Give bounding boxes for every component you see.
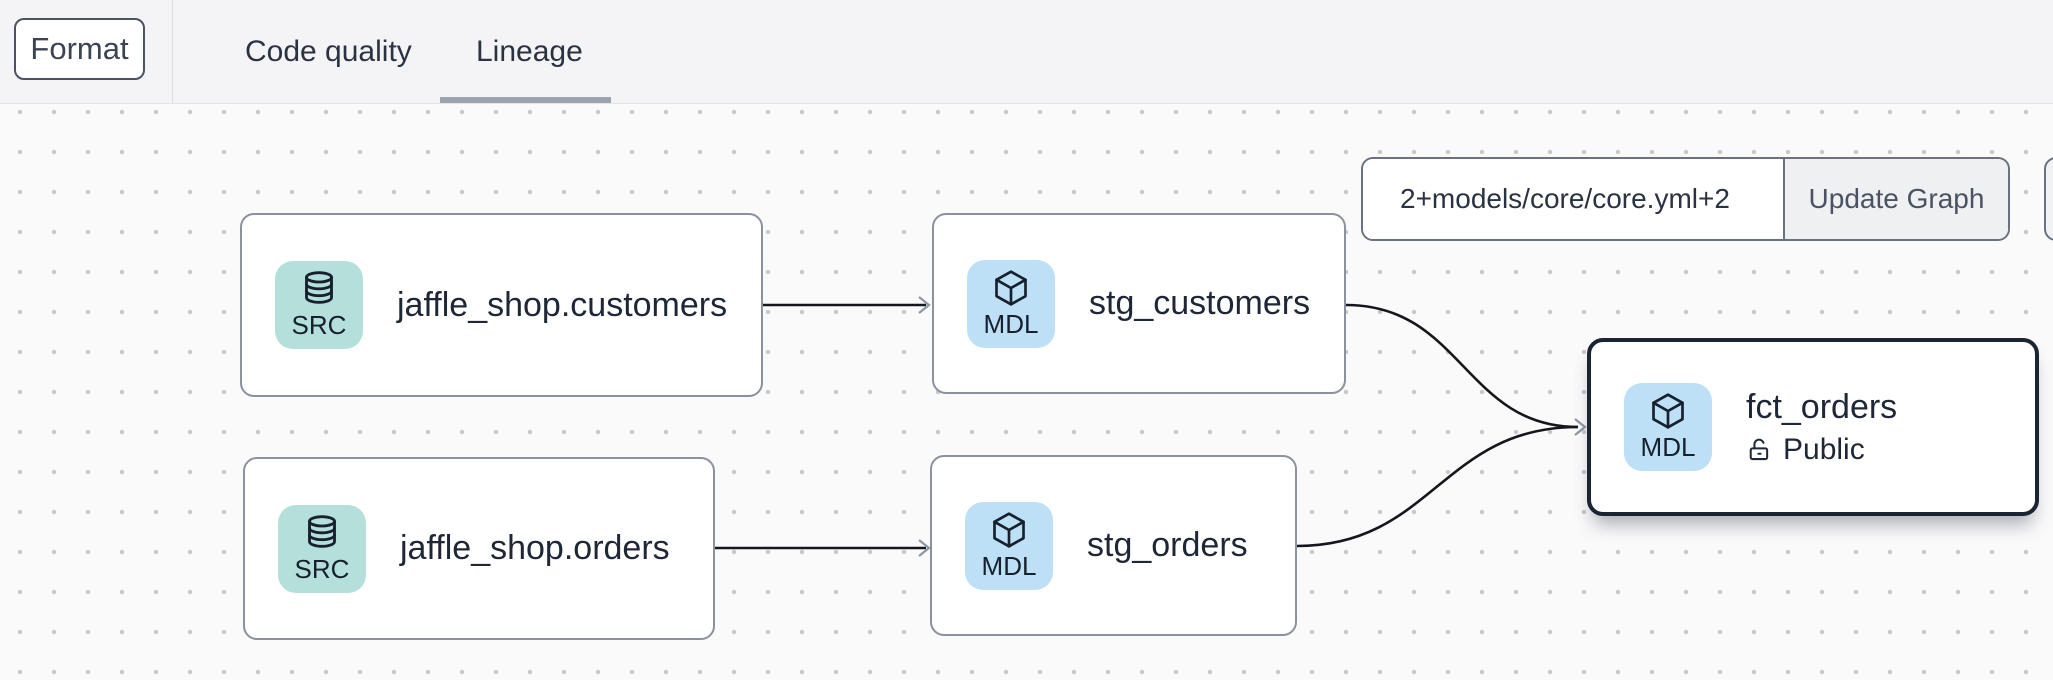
unlock-icon <box>1749 438 1769 461</box>
active-tab-underline <box>440 97 611 103</box>
lineage-selector: Update Graph <box>1361 157 2010 241</box>
node-type-label: MDL <box>981 550 1037 581</box>
overflow-control-button[interactable] <box>2044 157 2053 241</box>
selector-input[interactable] <box>1363 159 1783 239</box>
arrowhead-icon <box>918 539 931 557</box>
node-jaffle-shop-orders[interactable]: SRC jaffle_shop.orders <box>243 457 715 640</box>
node-stg-customers[interactable]: MDL stg_customers <box>932 213 1346 394</box>
cube-icon <box>993 511 1025 548</box>
tab-code-quality[interactable]: Code quality <box>245 34 412 68</box>
toolbar-divider <box>172 0 173 103</box>
node-label: stg_customers <box>1089 284 1311 322</box>
edge-stg-orders-fct-orders <box>1296 425 1579 548</box>
node-label: jaffle_shop.customers <box>397 285 728 324</box>
access-label: Public <box>1783 432 1865 466</box>
database-icon <box>308 514 336 548</box>
toolbar: Format Code quality Lineage <box>0 0 2053 104</box>
source-badge: SRC <box>275 261 363 349</box>
node-label: jaffle_shop.orders <box>400 529 670 567</box>
lineage-canvas[interactable]: SRC jaffle_shop.customers MDL stg_custom… <box>0 103 2053 680</box>
edge-layer <box>715 296 1587 557</box>
source-badge: SRC <box>278 504 366 593</box>
node-type-label: MDL <box>983 308 1039 339</box>
tab-lineage[interactable]: Lineage <box>476 34 583 68</box>
node-label: stg_orders <box>1087 526 1248 564</box>
database-icon <box>305 271 333 304</box>
model-badge: MDL <box>965 501 1053 590</box>
node-stg-orders[interactable]: MDL stg_orders <box>930 455 1297 636</box>
arrowhead-icon <box>1574 418 1587 436</box>
node-type-label: SRC <box>291 310 347 340</box>
node-fct-orders[interactable]: MDL fct_orders Public <box>1587 338 2039 516</box>
model-badge: MDL <box>1624 383 1712 471</box>
node-jaffle-shop-customers[interactable]: SRC jaffle_shop.customers <box>240 213 763 397</box>
node-type-label: MDL <box>1640 432 1696 462</box>
cube-icon <box>995 269 1027 306</box>
node-label: fct_orders <box>1746 387 1898 426</box>
access-row: Public <box>1746 433 1897 467</box>
cube-icon <box>1652 393 1684 429</box>
edge-stg-customers-fct-orders <box>1345 303 1579 429</box>
update-graph-button[interactable]: Update Graph <box>1783 159 2008 239</box>
arrowhead-icon <box>918 296 931 314</box>
format-button[interactable]: Format <box>14 18 145 80</box>
model-badge: MDL <box>967 259 1055 348</box>
node-type-label: SRC <box>294 553 350 584</box>
